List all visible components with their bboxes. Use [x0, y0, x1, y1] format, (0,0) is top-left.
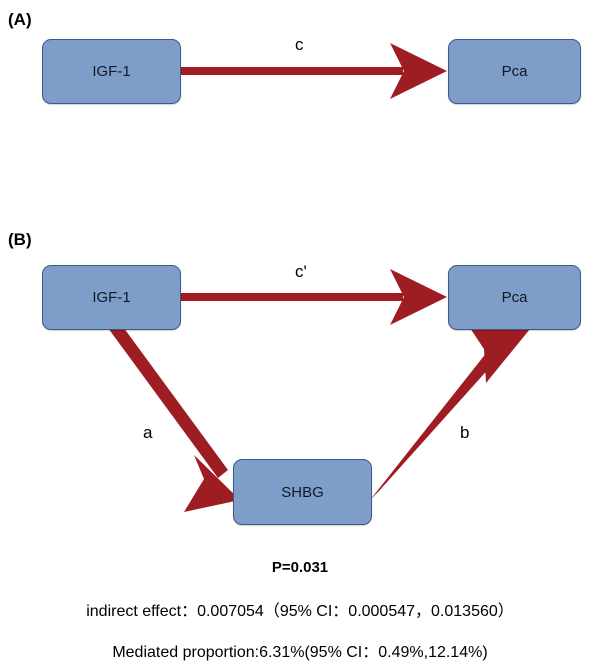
panel-label-a: (A) — [8, 10, 32, 29]
arrow-path-c — [181, 43, 447, 99]
node-label-pca: Pca — [501, 63, 528, 80]
arrow-path-a — [108, 320, 240, 512]
panel-label-b: (B) — [8, 230, 32, 249]
node-box-igf1-panel-b[interactable]: IGF-1 — [42, 265, 181, 330]
arrow-path-c-prime — [181, 269, 447, 325]
node-label-igf1: IGF-1 — [92, 63, 131, 80]
statistic-indirect-effect: indirect effect：0.007054（95% CI：0.000547… — [86, 603, 514, 620]
arrow-path-b — [370, 322, 530, 500]
node-label-pca: Pca — [501, 289, 528, 306]
statistic-mediated-proportion: Mediated proportion:6.31%(95% CI：0.49%,1… — [112, 644, 488, 661]
edge-label-a: a — [143, 423, 153, 442]
statistic-p-value: P=0.031 — [271, 559, 329, 576]
node-box-shbg-panel-b[interactable]: SHBG — [233, 459, 372, 525]
node-label-shbg: SHBG — [281, 483, 324, 501]
edge-label-c: c — [295, 35, 304, 54]
node-box-pca-panel-a[interactable]: Pca — [448, 39, 581, 104]
node-box-pca-panel-b[interactable]: Pca — [448, 265, 581, 330]
edge-label-c-prime: c' — [295, 262, 307, 281]
node-label-igf1: IGF-1 — [92, 289, 131, 306]
node-box-igf1-panel-a[interactable]: IGF-1 — [42, 39, 181, 104]
edge-label-b: b — [460, 423, 470, 442]
